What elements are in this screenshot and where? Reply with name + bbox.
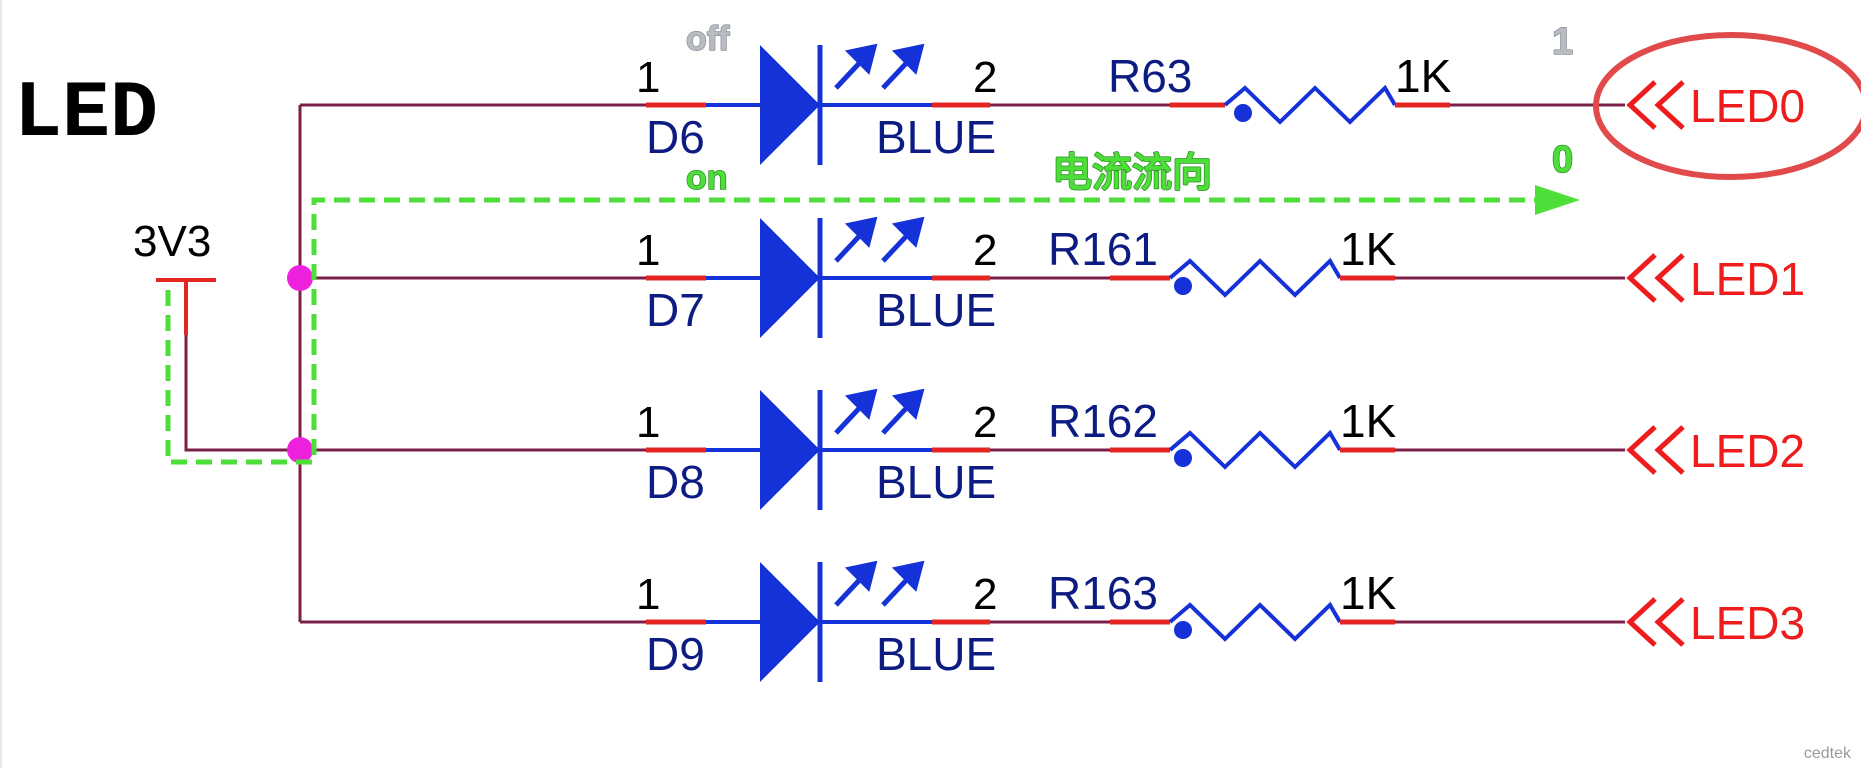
current-flow-path xyxy=(165,197,1540,465)
diode-pin2-label: 2 xyxy=(973,226,997,275)
diode-triangle xyxy=(760,390,820,510)
power-label-3v3: 3V3 xyxy=(133,217,211,266)
junction-dot xyxy=(287,265,313,291)
net-port-chevron-icon xyxy=(1626,425,1657,475)
led-channel-1: 1 2 D7 BLUE R161 1K LED1 xyxy=(636,216,1805,338)
light-emission-icon xyxy=(834,388,925,435)
net-port-chevron-icon xyxy=(1654,253,1685,303)
net-label: LED0 xyxy=(1690,80,1805,132)
net-port-chevron-icon xyxy=(1654,597,1685,647)
resistor-designator: R161 xyxy=(1048,223,1158,275)
resistor-value: 1K xyxy=(1340,567,1397,619)
diode-color-label: BLUE xyxy=(876,111,996,163)
light-emission-icon xyxy=(834,216,925,263)
resistor-pin1-dot xyxy=(1174,449,1192,467)
diode-designator: D6 xyxy=(646,111,705,163)
resistor-zigzag xyxy=(1168,257,1342,298)
wires xyxy=(184,103,1625,624)
led-channel-2: 1 2 D8 BLUE R162 1K LED2 xyxy=(636,388,1805,510)
diode-triangle xyxy=(760,218,820,338)
annotation-off: off xyxy=(686,20,730,58)
led-channel-0: 1 2 D6 BLUE R63 1K LED0 xyxy=(636,43,1805,165)
net-label: LED1 xyxy=(1690,253,1805,305)
resistor-value: 1K xyxy=(1340,223,1397,275)
net-port-chevron-icon xyxy=(1654,425,1685,475)
schematic-title: LED xyxy=(14,69,158,160)
resistor-designator: R163 xyxy=(1048,567,1158,619)
diode-pin2-label: 2 xyxy=(973,53,997,102)
diode-triangle xyxy=(760,562,820,682)
diode-color-label: BLUE xyxy=(876,284,996,336)
diode-triangle xyxy=(760,45,820,165)
annotation-level-high: 1 xyxy=(1552,21,1573,63)
diode-pin2-label: 2 xyxy=(973,398,997,447)
resistor-pin1-dot xyxy=(1234,104,1252,122)
resistor-value: 1K xyxy=(1395,50,1452,102)
diode-pin1-label: 1 xyxy=(636,398,660,447)
light-emission-icon xyxy=(834,43,925,90)
diode-pin1-label: 1 xyxy=(636,570,660,619)
diode-pin1-label: 1 xyxy=(636,226,660,275)
diode-designator: D9 xyxy=(646,628,705,680)
led-channel-3: 1 2 D9 BLUE R163 1K LED3 xyxy=(636,560,1805,682)
diode-pin1-label: 1 xyxy=(636,53,660,102)
net-label: LED3 xyxy=(1690,597,1805,649)
junction-dot xyxy=(287,437,313,463)
resistor-value: 1K xyxy=(1340,395,1397,447)
net-label: LED2 xyxy=(1690,425,1805,477)
net-port-chevron-icon xyxy=(1626,80,1657,130)
resistor-zigzag xyxy=(1223,84,1397,125)
diode-designator: D8 xyxy=(646,456,705,508)
light-emission-icon xyxy=(834,560,925,607)
diode-color-label: BLUE xyxy=(876,628,996,680)
resistor-designator: R63 xyxy=(1108,50,1192,102)
net-port-chevron-icon xyxy=(1654,80,1685,130)
resistor-zigzag xyxy=(1168,601,1342,642)
diode-designator: D7 xyxy=(646,284,705,336)
annotation-current-direction: 电流流向 xyxy=(1052,151,1212,195)
diode-color-label: BLUE xyxy=(876,456,996,508)
net-port-chevron-icon xyxy=(1626,253,1657,303)
resistor-designator: R162 xyxy=(1048,395,1158,447)
highlight-circle xyxy=(1593,32,1861,180)
net-port-chevron-icon xyxy=(1626,597,1657,647)
wire-power xyxy=(184,335,300,452)
resistor-zigzag xyxy=(1168,429,1342,470)
annotation-on: on xyxy=(686,159,728,197)
watermark: cedtek xyxy=(1804,745,1852,762)
resistor-pin1-dot xyxy=(1174,277,1192,295)
diode-pin2-label: 2 xyxy=(973,570,997,619)
annotation-level-low: 0 xyxy=(1552,139,1573,181)
current-flow-arrowhead xyxy=(1535,185,1580,215)
resistor-pin1-dot xyxy=(1174,621,1192,639)
